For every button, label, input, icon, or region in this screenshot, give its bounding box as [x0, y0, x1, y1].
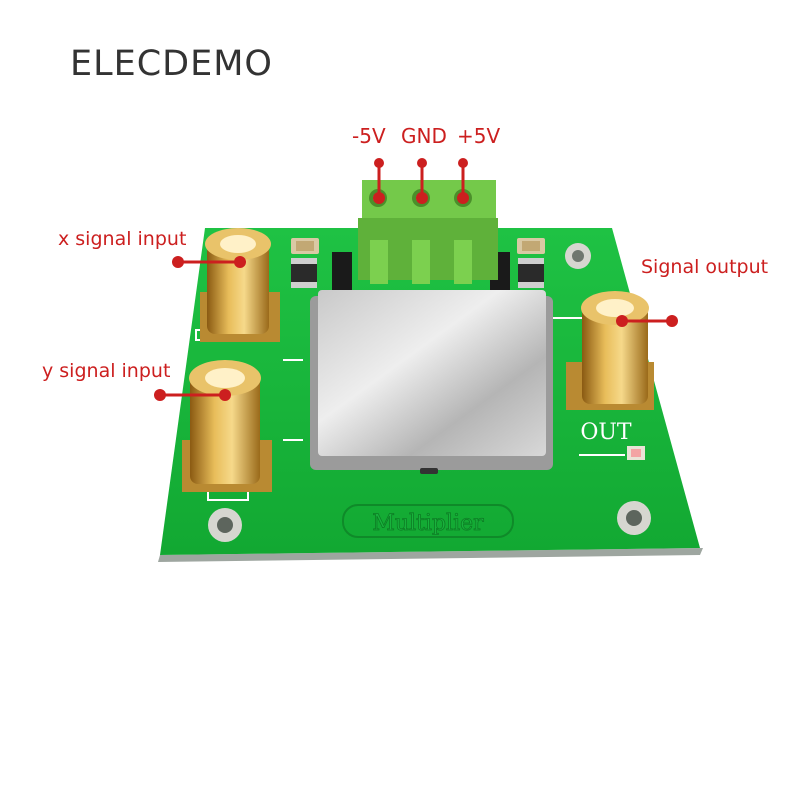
capacitor [291, 238, 319, 254]
module-name-silkscreen: Multiplier [372, 511, 484, 536]
capacitor [332, 252, 352, 292]
pin-pos5v-label: +5V [457, 124, 501, 148]
mounting-hole [565, 243, 591, 269]
x-signal-input-label: x signal input [58, 228, 187, 250]
out-silkscreen: OUT [580, 420, 632, 445]
callout-marker-x-input [172, 256, 246, 268]
callout-marker-y-input [154, 389, 231, 401]
pin-gnd-label: GND [401, 124, 447, 148]
sma-connector-y-input [182, 360, 272, 492]
brand-title: ELECDEMO [70, 44, 273, 84]
multiplier-module-shield [310, 290, 553, 474]
mounting-hole [617, 501, 651, 535]
diode [518, 258, 544, 288]
sma-connector-x-input [200, 228, 280, 342]
callout-marker-output [616, 315, 678, 327]
capacitor [517, 238, 545, 254]
diode [291, 258, 317, 288]
mounting-hole [208, 508, 242, 542]
callout-marker-pos5v [457, 158, 469, 204]
signal-output-label: Signal output [641, 256, 769, 278]
callout-marker-neg5v [373, 158, 385, 204]
pin-neg5v-label: -5V [352, 124, 386, 148]
y-signal-input-label: y signal input [42, 360, 171, 382]
led [627, 446, 645, 460]
module-name-outline [342, 504, 514, 538]
callout-marker-gnd [416, 158, 428, 204]
sma-connector-output [566, 291, 654, 410]
